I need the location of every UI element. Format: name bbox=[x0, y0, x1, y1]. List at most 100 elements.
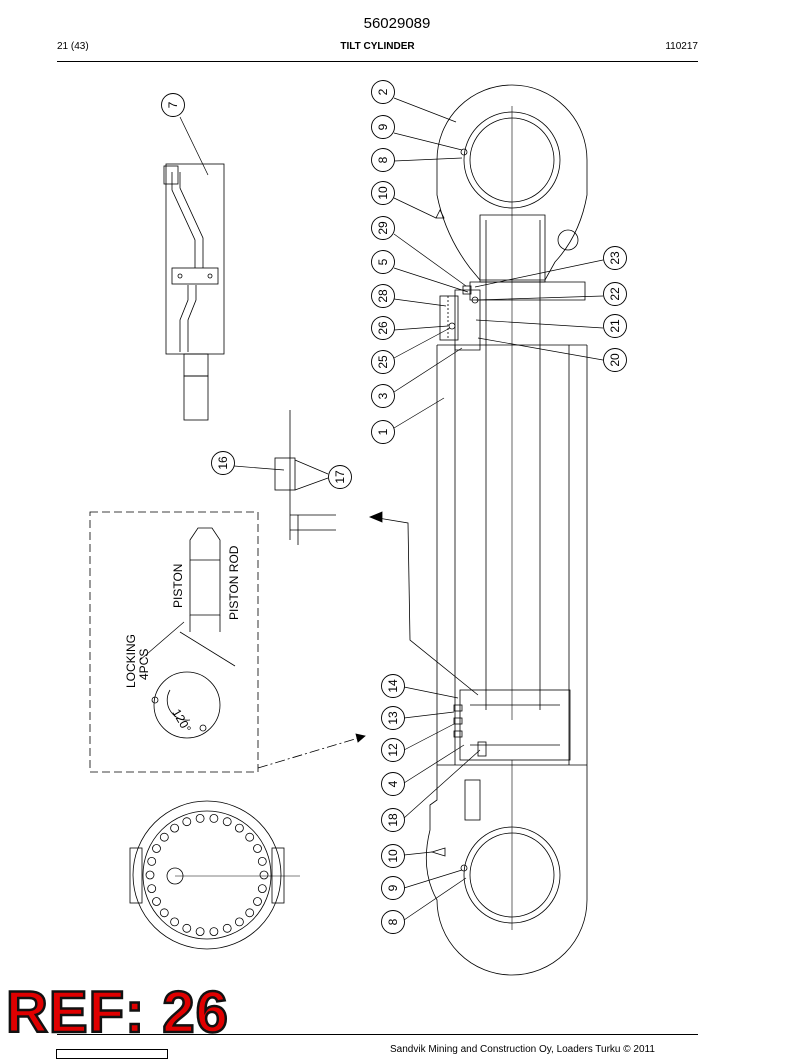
callout-balloon bbox=[371, 420, 395, 444]
bolt-hole bbox=[209, 927, 219, 936]
callout-balloon bbox=[371, 384, 395, 408]
callout-29: 29 bbox=[371, 216, 395, 240]
bolt-hole bbox=[234, 823, 244, 833]
bolt-hole bbox=[222, 923, 232, 933]
callout-7: 7 bbox=[161, 93, 185, 117]
callout-18: 18 bbox=[381, 808, 405, 832]
callout-number: 20 bbox=[608, 353, 622, 367]
callout-14: 14 bbox=[381, 674, 405, 698]
locking-qty-label: 4PCS bbox=[137, 649, 151, 680]
callout-number: 9 bbox=[386, 884, 400, 891]
bolt-hole bbox=[152, 897, 161, 906]
callout-number: 21 bbox=[608, 319, 622, 333]
callout-balloon bbox=[381, 706, 405, 730]
callout-16: 16 bbox=[211, 451, 235, 475]
bolt-hole bbox=[253, 844, 262, 853]
callout-number: 22 bbox=[608, 287, 622, 301]
callout-22: 22 bbox=[603, 282, 627, 306]
callout-balloon bbox=[381, 808, 405, 832]
callout-balloon bbox=[371, 250, 395, 274]
callout-8: 8 bbox=[381, 910, 405, 934]
callout-3: 3 bbox=[371, 384, 395, 408]
callout-2: 2 bbox=[371, 80, 395, 104]
callout-number: 26 bbox=[376, 321, 390, 335]
callout-balloon bbox=[381, 738, 405, 762]
callout-13: 13 bbox=[381, 706, 405, 730]
callout-number: 13 bbox=[386, 711, 400, 725]
callout-number: 16 bbox=[216, 456, 230, 470]
callout-number: 4 bbox=[386, 780, 400, 787]
page-title: TILT CYLINDER bbox=[340, 41, 415, 52]
callout-balloon bbox=[603, 314, 627, 338]
callout-balloon bbox=[603, 282, 627, 306]
callout-4: 4 bbox=[381, 772, 405, 796]
reference-stamp: REF: 26 bbox=[5, 980, 229, 1045]
bolt-hole bbox=[245, 832, 255, 842]
callout-number: 5 bbox=[376, 258, 390, 265]
callout-balloon bbox=[603, 246, 627, 270]
bolt-hole bbox=[182, 923, 192, 933]
callout-23: 23 bbox=[603, 246, 627, 270]
callout-balloon bbox=[328, 465, 352, 489]
bolt-hole bbox=[222, 817, 232, 827]
bolt-hole bbox=[147, 857, 157, 866]
callout-number: 28 bbox=[376, 289, 390, 303]
document-number: 56029089 bbox=[363, 15, 431, 32]
bolt-hole bbox=[152, 844, 161, 853]
callout-number: 8 bbox=[376, 156, 390, 163]
callout-1: 1 bbox=[371, 420, 395, 444]
callout-balloon bbox=[381, 674, 405, 698]
callout-number: 2 bbox=[376, 88, 390, 95]
callout-10: 10 bbox=[381, 844, 405, 868]
callout-25: 25 bbox=[371, 350, 395, 374]
callout-number: 29 bbox=[376, 221, 390, 235]
locking-label: LOCKING bbox=[124, 634, 138, 688]
bolt-hole bbox=[159, 908, 169, 918]
callout-balloon bbox=[603, 348, 627, 372]
bolt-hole bbox=[159, 832, 169, 842]
callout-20: 20 bbox=[603, 348, 627, 372]
callout-21: 21 bbox=[603, 314, 627, 338]
callout-8: 8 bbox=[371, 148, 395, 172]
callout-balloon bbox=[371, 350, 395, 374]
callout-balloon bbox=[371, 115, 395, 139]
callout-number: 12 bbox=[386, 743, 400, 757]
date-code: 110217 bbox=[665, 41, 698, 52]
page-indicator: 21 (43) bbox=[57, 41, 89, 52]
callout-balloon bbox=[371, 181, 395, 205]
callout-balloon bbox=[371, 284, 395, 308]
bolt-hole bbox=[257, 857, 267, 866]
callout-balloon bbox=[381, 910, 405, 934]
callout-26: 26 bbox=[371, 316, 395, 340]
bolt-hole bbox=[253, 897, 262, 906]
callout-number: 23 bbox=[608, 251, 622, 265]
callout-balloon bbox=[381, 876, 405, 900]
callout-12: 12 bbox=[381, 738, 405, 762]
logo bbox=[56, 1049, 168, 1059]
bolt-hole bbox=[170, 917, 180, 927]
callout-balloon bbox=[371, 216, 395, 240]
callout-number: 3 bbox=[376, 392, 390, 399]
bolt-hole bbox=[145, 870, 155, 880]
angle-label: 120° bbox=[169, 707, 194, 736]
bolt-hole bbox=[259, 870, 269, 880]
callout-number: 17 bbox=[333, 470, 347, 484]
callout-balloon bbox=[371, 316, 395, 340]
callout-9: 9 bbox=[381, 876, 405, 900]
callout-balloon bbox=[381, 844, 405, 868]
callout-balloon bbox=[161, 93, 185, 117]
callout-number: 9 bbox=[376, 123, 390, 130]
callout-17: 17 bbox=[328, 465, 352, 489]
callout-10: 10 bbox=[371, 181, 395, 205]
callout-number: 25 bbox=[376, 355, 390, 369]
callout-number: 18 bbox=[386, 813, 400, 827]
bolt-hole bbox=[245, 908, 255, 918]
piston-label: PISTON bbox=[171, 564, 185, 608]
callout-number: 14 bbox=[386, 679, 400, 693]
bolt-hole bbox=[195, 814, 205, 823]
callout-number: 7 bbox=[166, 101, 180, 108]
piston-rod-label: PISTON ROD bbox=[227, 545, 241, 620]
bolt-hole bbox=[195, 927, 205, 936]
footer-rule bbox=[57, 1034, 698, 1035]
